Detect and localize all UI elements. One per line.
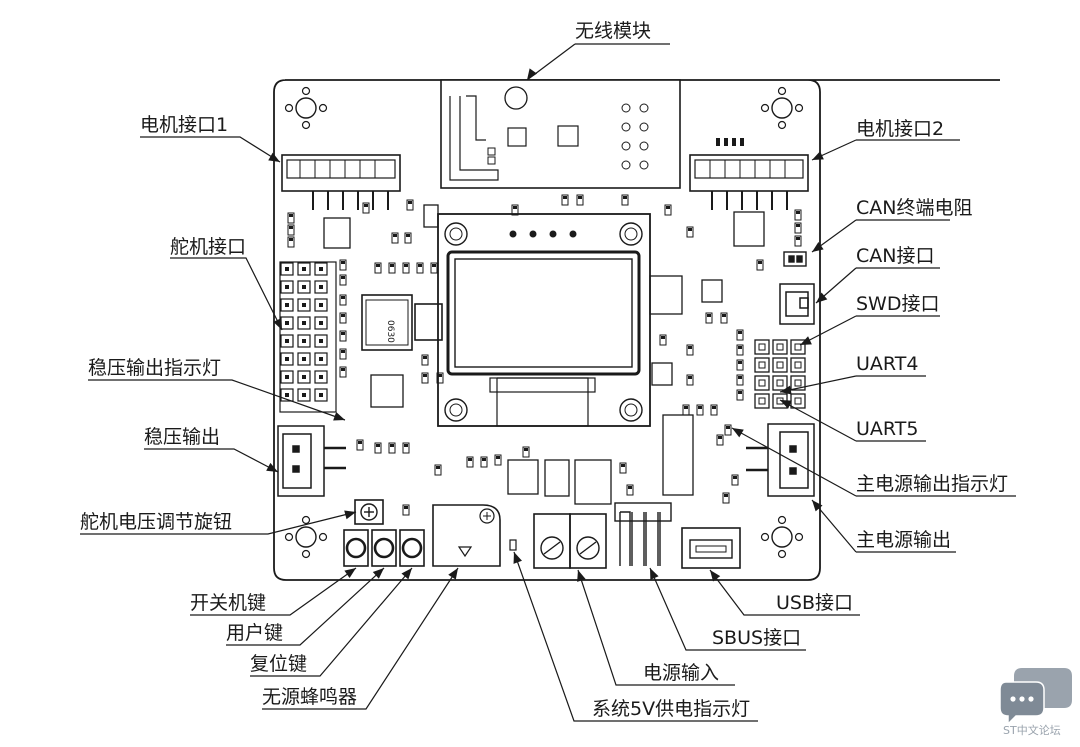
swd-uart-header xyxy=(754,339,806,409)
label-passive-buzzer: 无源蜂鸣器 xyxy=(262,686,358,708)
label-user-key: 用户键 xyxy=(226,622,284,644)
label-sys-5v-led: 系统5V供电指示灯 xyxy=(592,698,751,720)
regulator-output-connector xyxy=(277,425,346,497)
wireless-module xyxy=(440,79,681,189)
label-wireless-module: 无线模块 xyxy=(575,20,652,42)
inductor: 0630 xyxy=(361,294,443,351)
svg-text:0630: 0630 xyxy=(385,320,395,343)
ic-chips xyxy=(323,204,765,505)
oled-display xyxy=(437,213,651,427)
can-resistor-jumper xyxy=(783,251,807,267)
mount-hole-br xyxy=(760,515,804,559)
label-can-resistor: CAN终端电阻 xyxy=(856,197,973,219)
mount-hole-tr xyxy=(760,86,804,130)
label-main-power-led: 主电源输出指示灯 xyxy=(856,473,1009,495)
watermark-text: ST中文论坛 xyxy=(1003,724,1061,737)
push-buttons xyxy=(343,529,425,567)
label-usb-port: USB接口 xyxy=(776,592,854,614)
label-motor-port-1: 电机接口1 xyxy=(140,114,229,136)
mount-hole-bl xyxy=(284,515,328,559)
label-uart5: UART5 xyxy=(856,418,919,440)
smd-components xyxy=(287,194,802,516)
label-power-switch: 开关机键 xyxy=(190,592,267,614)
label-can-port: CAN接口 xyxy=(856,245,935,267)
label-regulator-led: 稳压输出指示灯 xyxy=(88,357,222,379)
buzzer xyxy=(432,504,501,567)
label-main-power-output: 主电源输出 xyxy=(856,529,952,551)
label-uart4: UART4 xyxy=(856,353,919,375)
can-connector xyxy=(779,283,815,325)
label-sbus-port: SBUS接口 xyxy=(712,627,802,649)
board-outline xyxy=(273,79,1000,581)
voltage-knob xyxy=(354,499,384,525)
leader-lines xyxy=(80,43,1016,722)
motor-connector-1 xyxy=(281,154,401,210)
label-servo-voltage-knob: 舵机电压调节旋钮 xyxy=(80,511,233,533)
main-power-output-connector xyxy=(746,423,815,497)
mount-hole-tl xyxy=(284,86,328,130)
label-motor-port-2: 电机接口2 xyxy=(856,118,945,140)
motor-connector-2 xyxy=(689,138,809,210)
servo-header-grid xyxy=(279,261,337,413)
label-swd-port: SWD接口 xyxy=(856,293,940,315)
sbus-connector xyxy=(614,502,672,566)
label-power-input: 电源输入 xyxy=(643,662,720,684)
power-input-terminal xyxy=(509,513,607,569)
label-reset-key: 复位键 xyxy=(250,653,308,675)
label-regulator-output: 稳压输出 xyxy=(144,426,221,448)
chat-bubble-icon xyxy=(999,668,1072,726)
usb-connector xyxy=(681,527,741,569)
label-servo-port: 舵机接口 xyxy=(170,236,247,258)
